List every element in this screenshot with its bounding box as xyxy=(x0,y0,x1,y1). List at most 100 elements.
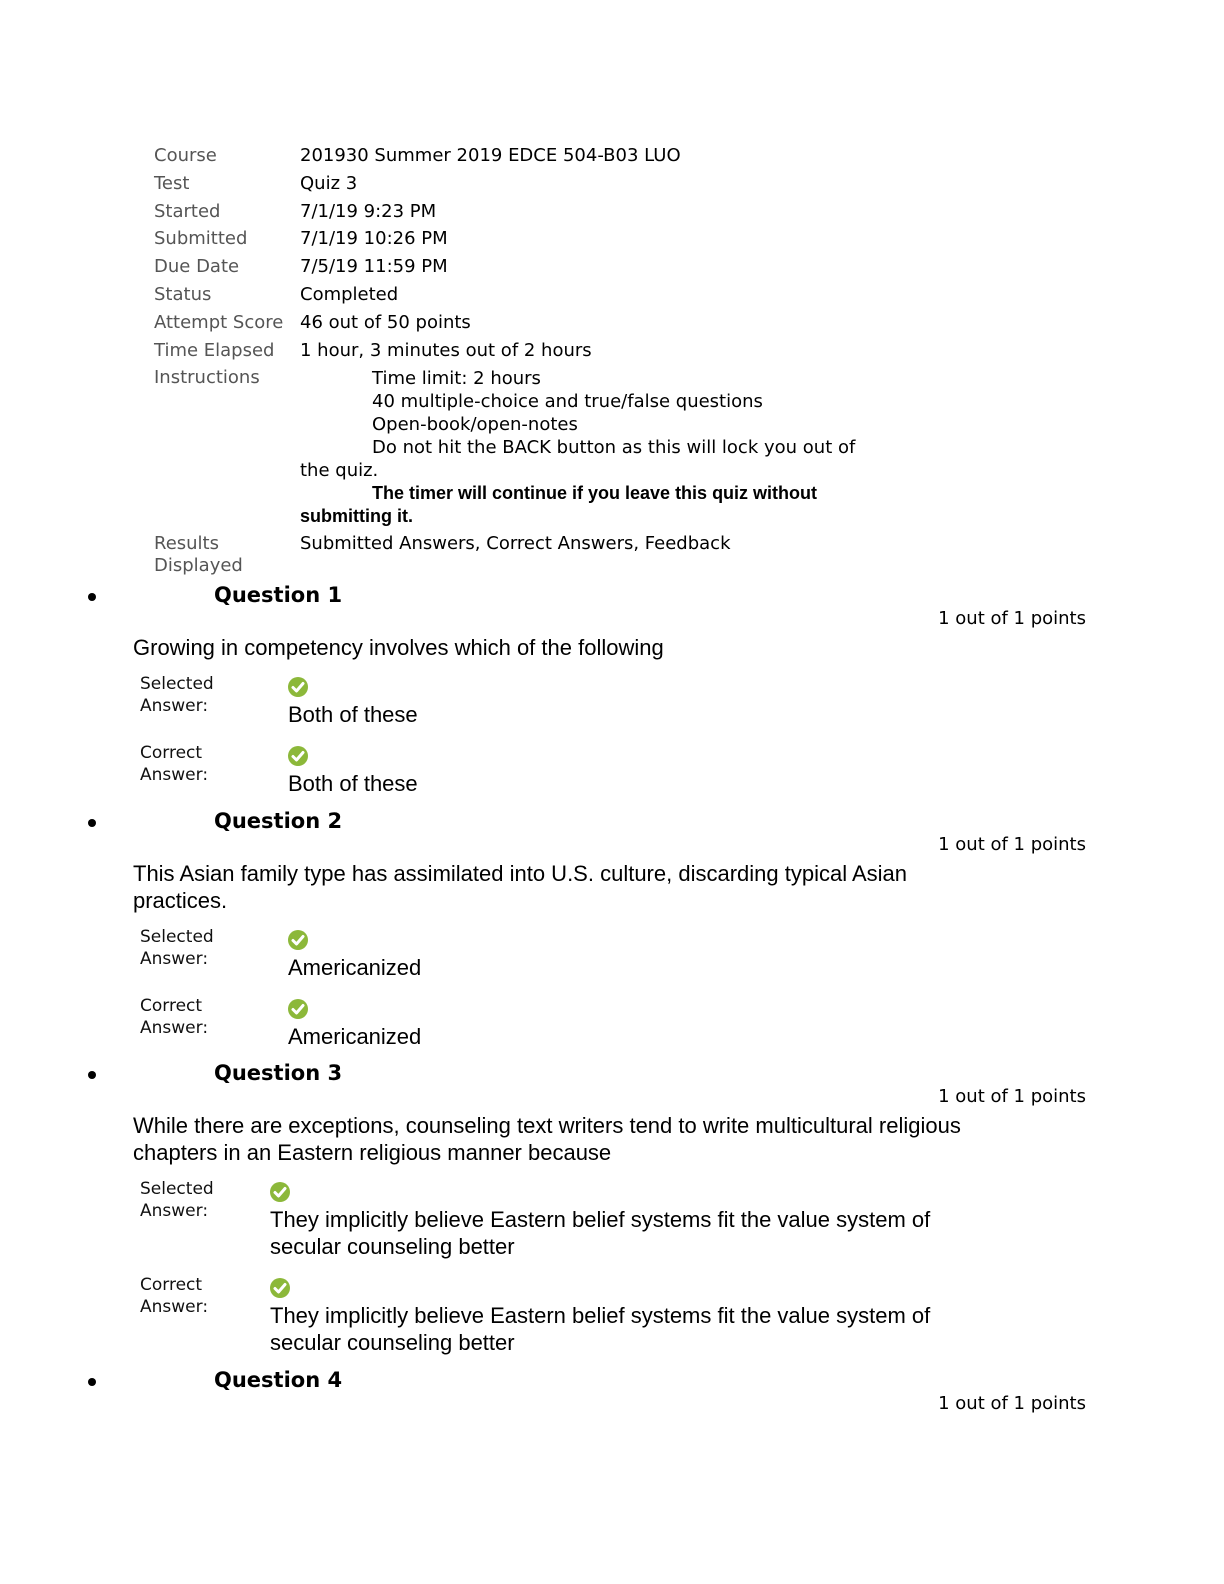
question-block: Question 3 1 out of 1 points While there… xyxy=(0,1060,1224,1355)
question-title: Question 3 xyxy=(214,1061,343,1085)
bullet xyxy=(88,593,96,601)
question-text-line: This Asian family type has assimilated i… xyxy=(133,861,908,886)
label-line: Correct xyxy=(140,996,203,1016)
question-text-line: chapters in an Eastern religious manner … xyxy=(133,1140,612,1165)
question-points: 1 out of 1 points xyxy=(938,608,1086,629)
status-label: Status xyxy=(154,283,212,305)
summary-row-due-date: Due Date 7/5/19 11:59 PM xyxy=(154,256,914,284)
question-header: Question 1 1 out of 1 points xyxy=(0,582,1224,629)
question-block: Question 2 1 out of 1 points This Asian … xyxy=(0,808,1224,1049)
question-title: Question 2 xyxy=(214,809,343,833)
question-block: Question 4 1 out of 1 points xyxy=(0,1367,1224,1414)
instruction-warning: The timer will continue if you leave thi… xyxy=(372,483,818,504)
question-title: Question 1 xyxy=(214,583,343,607)
check-circle-icon xyxy=(288,677,308,697)
question-header: Question 2 1 out of 1 points xyxy=(0,808,1224,855)
label-line: Answer: xyxy=(140,1201,209,1221)
answer-line: They implicitly believe Eastern belief s… xyxy=(270,1303,931,1328)
question-header: Question 3 1 out of 1 points xyxy=(0,1060,1224,1107)
submitted-value: 7/1/19 10:26 PM xyxy=(300,228,448,250)
selected-answer-label: Selected Answer: xyxy=(140,1178,260,1222)
course-label: Course xyxy=(154,145,217,166)
label-line: Correct xyxy=(140,743,203,763)
question-text-line: practices. xyxy=(133,888,228,913)
instruction-line: Time limit: 2 hours xyxy=(372,368,541,390)
test-label: Test xyxy=(154,172,190,194)
due-date-label: Due Date xyxy=(154,256,240,278)
started-label: Started xyxy=(154,200,221,222)
instruction-line: Do not hit the BACK button as this will … xyxy=(372,437,856,459)
label-line: Selected xyxy=(140,674,214,694)
answer-line: secular counseling better xyxy=(270,1330,515,1355)
bullet xyxy=(88,819,96,827)
question-text: While there are exceptions, counseling t… xyxy=(133,1112,1013,1166)
question-title: Question 4 xyxy=(214,1368,343,1392)
instruction-line: Open-book/open-notes xyxy=(372,414,578,436)
time-elapsed-label: Time Elapsed xyxy=(154,339,275,361)
label-line: Selected xyxy=(140,927,214,947)
status-value: Completed xyxy=(300,283,399,305)
check-circle-icon xyxy=(288,999,308,1019)
instructions-label: Instructions xyxy=(154,367,260,389)
summary-row-status: Status Completed xyxy=(154,284,914,312)
course-value: 201930 Summer 2019 EDCE 504-B03 LUO xyxy=(300,145,681,166)
check-circle-icon xyxy=(288,930,308,950)
question-block: Question 1 1 out of 1 points Growing in … xyxy=(0,582,1224,796)
selected-answer-label: Selected Answer: xyxy=(140,673,260,717)
submitted-label: Submitted xyxy=(154,228,248,250)
answer-line: secular counseling better xyxy=(270,1234,515,1259)
selected-answer-text: Americanized xyxy=(288,954,1028,981)
answer-line: They implicitly believe Eastern belief s… xyxy=(270,1207,931,1232)
question-points: 1 out of 1 points xyxy=(938,1086,1086,1107)
check-circle-icon xyxy=(288,746,308,766)
answer-line: Americanized xyxy=(288,955,422,980)
bullet xyxy=(88,1378,96,1386)
summary-row-elapsed: Time Elapsed 1 hour, 3 minutes out of 2 … xyxy=(154,340,914,368)
answer-line: Both of these xyxy=(288,771,418,796)
instruction-warning: submitting it. xyxy=(300,506,413,527)
instructions-text: Time limit: 2 hours 40 multiple-choice a… xyxy=(300,367,910,528)
selected-answer-text: Both of these xyxy=(288,701,1028,728)
instruction-line: 40 multiple-choice and true/false questi… xyxy=(372,391,763,413)
correct-answer-label: Correct Answer: xyxy=(140,1274,260,1318)
question-text: Growing in competency involves which of … xyxy=(133,634,1013,661)
results-label-line: Results xyxy=(154,533,219,555)
question-text-line: Growing in competency involves which of … xyxy=(133,635,664,660)
question-points: 1 out of 1 points xyxy=(938,834,1086,855)
correct-answer-text: Both of these xyxy=(288,770,1028,797)
label-line: Answer: xyxy=(140,696,209,716)
label-line: Selected xyxy=(140,1179,214,1199)
label-line: Answer: xyxy=(140,949,209,969)
due-date-value: 7/5/19 11:59 PM xyxy=(300,256,448,278)
test-value: Quiz 3 xyxy=(300,172,358,194)
attempt-score-value: 46 out of 50 points xyxy=(300,311,471,333)
summary-row-course: Course 201930 Summer 2019 EDCE 504-B03 L… xyxy=(154,145,914,173)
summary-row-score: Attempt Score 46 out of 50 points xyxy=(154,312,914,340)
correct-answer-label: Correct Answer: xyxy=(140,995,260,1039)
instruction-line: the quiz. xyxy=(300,460,379,482)
correct-answer-text: Americanized xyxy=(288,1023,1028,1050)
summary-row-started: Started 7/1/19 9:23 PM xyxy=(154,201,914,229)
time-elapsed-value: 1 hour, 3 minutes out of 2 hours xyxy=(300,339,592,361)
check-circle-icon xyxy=(270,1182,290,1202)
check-circle-icon xyxy=(270,1278,290,1298)
selected-answer-label: Selected Answer: xyxy=(140,926,260,970)
label-line: Answer: xyxy=(140,1018,209,1038)
results-displayed-value: Submitted Answers, Correct Answers, Feed… xyxy=(300,533,731,555)
correct-answer-label: Correct Answer: xyxy=(140,742,260,786)
label-line: Correct xyxy=(140,1275,203,1295)
results-label-line: Displayed xyxy=(154,555,243,577)
answer-line: Both of these xyxy=(288,702,418,727)
correct-answer-text: They implicitly believe Eastern belief s… xyxy=(270,1302,1010,1356)
results-displayed-label: Results Displayed xyxy=(154,533,300,577)
attempt-score-label: Attempt Score xyxy=(154,311,284,333)
summary-row-test: Test Quiz 3 xyxy=(154,173,914,201)
attempt-summary: Course 201930 Summer 2019 EDCE 504-B03 L… xyxy=(154,145,914,577)
summary-row-submitted: Submitted 7/1/19 10:26 PM xyxy=(154,228,914,256)
question-header: Question 4 1 out of 1 points xyxy=(0,1367,1224,1414)
question-points: 1 out of 1 points xyxy=(938,1393,1086,1414)
question-text-line: While there are exceptions, counseling t… xyxy=(133,1113,961,1138)
bullet xyxy=(88,1071,96,1079)
selected-answer-text: They implicitly believe Eastern belief s… xyxy=(270,1206,1010,1260)
